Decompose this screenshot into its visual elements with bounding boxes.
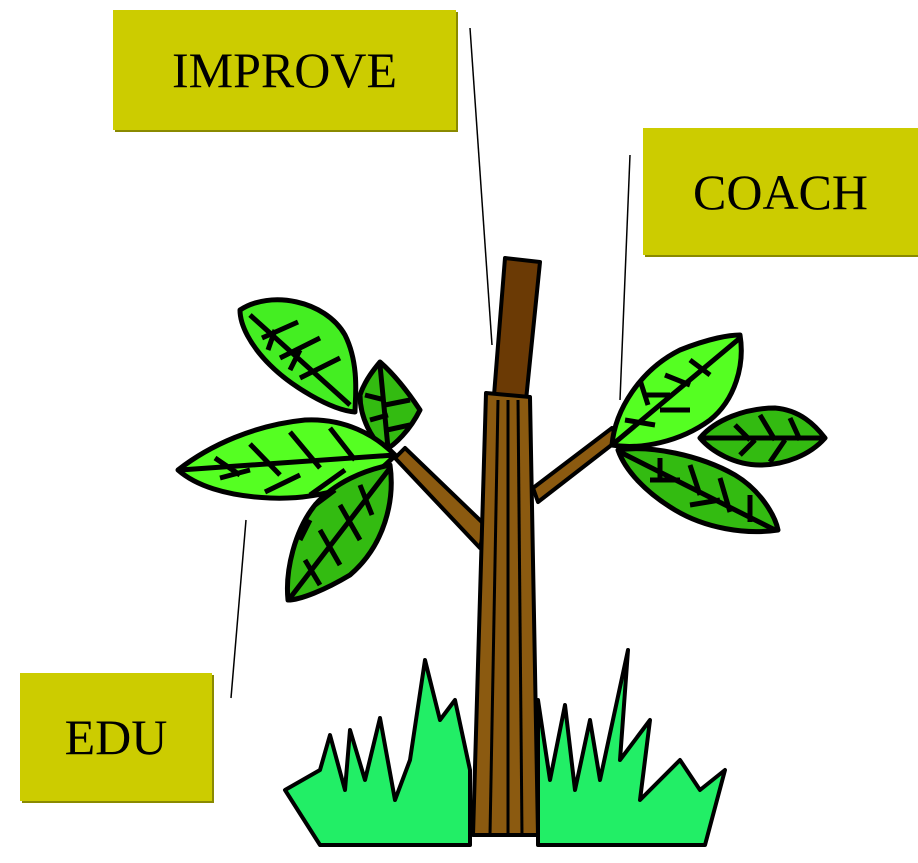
label-improve: IMPROVE xyxy=(113,10,456,130)
leader-line-edu xyxy=(230,519,247,699)
leaf xyxy=(609,332,744,449)
trunk xyxy=(471,391,540,837)
label-improve-text: IMPROVE xyxy=(171,42,398,98)
grass-tuft-icon xyxy=(283,648,727,847)
leader-line-coach xyxy=(619,154,631,401)
leaf xyxy=(285,462,394,603)
right-leaves xyxy=(609,332,828,535)
label-coach: COACH xyxy=(643,128,918,255)
stake xyxy=(491,256,542,412)
label-edu: EDU xyxy=(20,673,212,801)
leader-lines xyxy=(230,27,631,699)
label-coach-text: COACH xyxy=(692,163,869,220)
left-branch xyxy=(393,446,487,550)
leaf xyxy=(615,446,781,535)
right-branch xyxy=(531,426,620,504)
leaf xyxy=(175,417,398,501)
leaf xyxy=(237,297,359,415)
leaf xyxy=(697,405,828,468)
label-edu-text: EDU xyxy=(64,709,168,765)
leader-line-improve xyxy=(469,27,493,346)
left-leaves xyxy=(175,297,423,603)
